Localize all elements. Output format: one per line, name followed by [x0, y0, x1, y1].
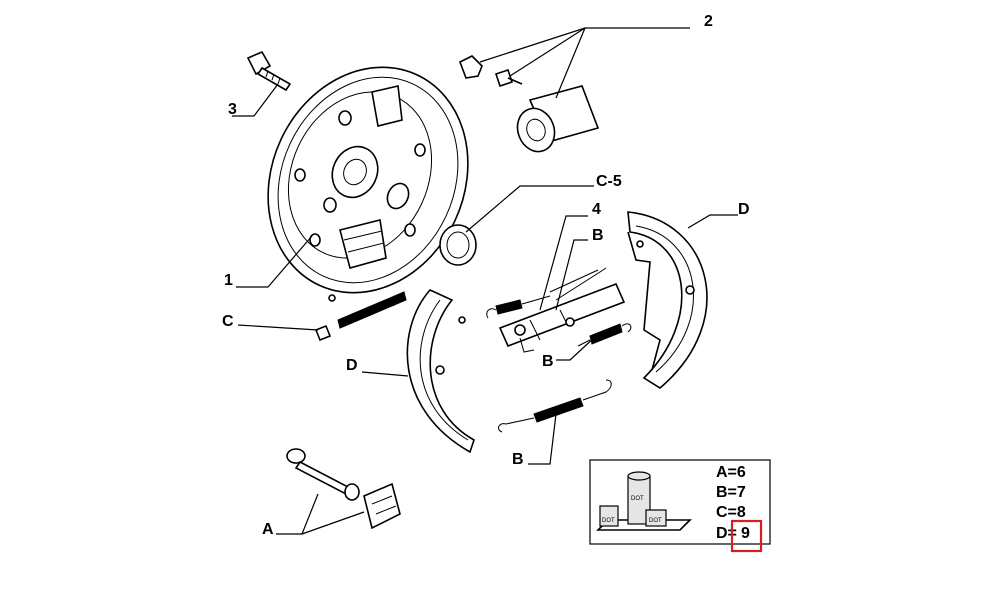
spring-lower: [498, 379, 612, 433]
quantity-legend: DOT DOT DOT A=6 B=7 C=8 D= 9: [589, 459, 771, 553]
brake-shoe-right: [627, 211, 708, 389]
brake-shoe-left: [406, 289, 475, 454]
parking-lever-assembly: [498, 267, 626, 353]
callout-a: A: [262, 521, 274, 538]
package-label-2: DOT: [631, 496, 644, 502]
callout-3: 3: [228, 101, 237, 118]
legend-row-d: D=: [716, 525, 737, 542]
legend-highlight-value: 9: [741, 525, 750, 542]
leader-lines: [232, 27, 738, 535]
callout-4: 4: [592, 201, 601, 218]
package-icon: DOT DOT DOT: [596, 471, 692, 531]
package-label-3: DOT: [649, 518, 662, 524]
legend-row-c: C=8: [716, 504, 746, 521]
legend-row-a: A=6: [716, 464, 746, 481]
callout-1: 1: [224, 272, 233, 289]
callout-c: C: [222, 313, 234, 330]
callout-d-right: D: [738, 201, 750, 218]
spring-mid: [577, 323, 632, 347]
callout-b-lower: B: [512, 451, 524, 468]
highlight-box: [730, 519, 763, 553]
callout-b-mid: B: [542, 353, 554, 370]
legend-row-b: B=7: [716, 484, 746, 501]
rubber-plug: [439, 224, 477, 266]
wheel-cylinder-assembly: [458, 55, 600, 153]
callout-2: 2: [704, 13, 713, 30]
spring-upper: [486, 295, 551, 319]
mounting-bolt: [246, 50, 292, 92]
package-label-1: DOT: [602, 518, 615, 524]
callout-c-5: C-5: [596, 173, 622, 190]
hold-down-pin-and-clip: [286, 448, 401, 530]
backing-plate: [267, 66, 469, 302]
screw-and-spring: [314, 291, 407, 342]
callout-d-left: D: [346, 357, 358, 374]
callout-b-upper: B: [592, 227, 604, 244]
